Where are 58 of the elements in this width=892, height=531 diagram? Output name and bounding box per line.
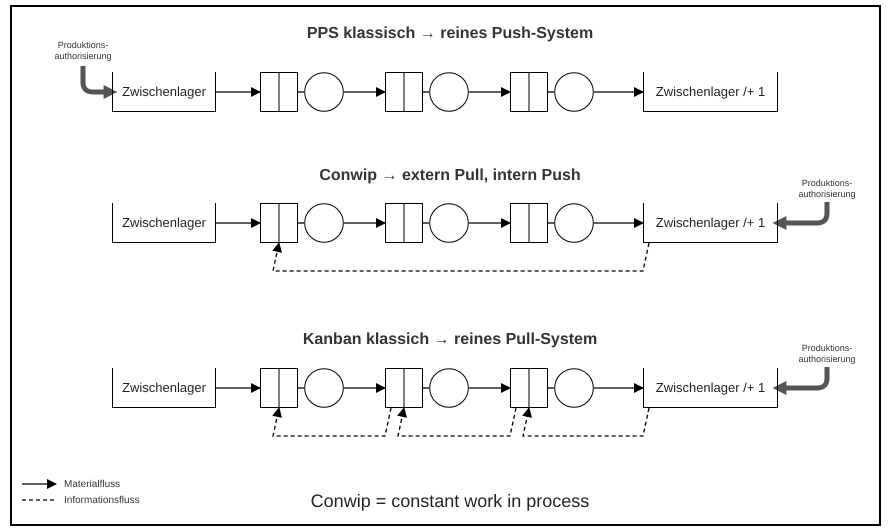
storage-box: Zwischenlager /+ 1: [643, 203, 778, 243]
queue-symbol: [260, 368, 298, 408]
queue-symbol: [510, 368, 548, 408]
row-title: PPS klassisch → reines Push-System: [306, 25, 594, 42]
arrow: [469, 87, 511, 97]
connector-line: [298, 387, 304, 389]
station-circle: [429, 368, 469, 408]
arrow: [469, 218, 511, 228]
arrow: [216, 383, 261, 393]
authorization-label: Produktions- authorisierung: [790, 178, 864, 202]
arrow: [344, 87, 386, 97]
storage-box: Zwischenlager /+ 1: [643, 72, 778, 112]
connector-line: [298, 222, 304, 224]
storage-box: Zwischenlager /+ 1: [643, 368, 778, 408]
storage-box: Zwischenlager: [112, 368, 216, 408]
dashed-arrow: [522, 407, 650, 437]
queue-symbol: [385, 368, 423, 408]
connector-line: [423, 387, 429, 389]
storage-box: Zwischenlager: [112, 72, 216, 112]
legend-text: Informationsfluss: [64, 494, 140, 508]
queue-symbol: [510, 72, 548, 112]
queue-symbol: [385, 72, 423, 112]
arrow: [594, 383, 644, 393]
legend-text: Materialfluss: [64, 478, 120, 492]
queue-symbol: [260, 72, 298, 112]
station-circle: [554, 203, 594, 243]
arrow: [344, 218, 386, 228]
arrow: [216, 218, 261, 228]
authorization-label: Produktions- authorisierung: [790, 343, 864, 367]
station-circle: [429, 203, 469, 243]
connector-line: [548, 91, 554, 93]
note-text: Conwip = constant work in process: [310, 491, 590, 511]
station-circle: [304, 72, 344, 112]
station-circle: [429, 72, 469, 112]
arrow: [344, 383, 386, 393]
dashed-arrow: [397, 407, 517, 437]
connector-line: [298, 91, 304, 93]
arrow: [216, 87, 261, 97]
queue-symbol: [260, 203, 298, 243]
connector-line: [423, 91, 429, 93]
connector-line: [548, 387, 554, 389]
dashed-arrow: [272, 407, 392, 437]
queue-symbol: [385, 203, 423, 243]
connector-line: [423, 222, 429, 224]
station-circle: [304, 203, 344, 243]
row-title: Conwip → extern Pull, intern Push: [319, 167, 581, 184]
arrow: [594, 218, 644, 228]
station-circle: [554, 368, 594, 408]
dashed-arrow: [272, 242, 650, 272]
connector-line: [548, 222, 554, 224]
authorization-label: Produktions- authorisierung: [46, 40, 120, 66]
storage-box: Zwischenlager: [112, 203, 216, 243]
station-circle: [304, 368, 344, 408]
row-title: Kanban klassich → reines Pull-System: [302, 331, 598, 348]
arrow: [469, 383, 511, 393]
queue-symbol: [510, 203, 548, 243]
arrow: [594, 87, 644, 97]
station-circle: [554, 72, 594, 112]
